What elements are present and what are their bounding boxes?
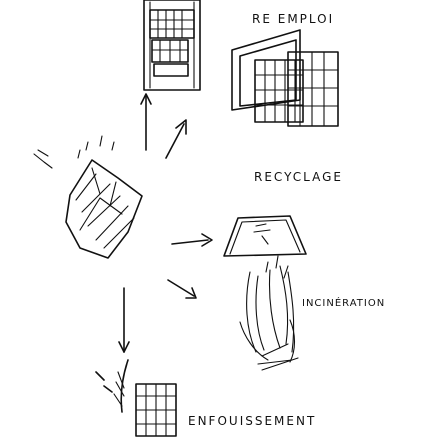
- stacked-window-frames-icon: [143, 0, 201, 91]
- arrow-up: [140, 93, 152, 151]
- buried-frame-icon: [95, 359, 177, 437]
- arrow-down: [118, 287, 130, 353]
- crumpled-paper-icon: [33, 135, 143, 259]
- standing-frames-icon: [231, 29, 339, 127]
- label-recyclage: RECYCLAGE: [254, 170, 343, 184]
- arrow-up-right: [165, 119, 187, 159]
- label-enfouissement: ENFOUISSEMENT: [188, 414, 317, 428]
- label-incineration: INCINÉRATION: [302, 298, 386, 309]
- arrow-right: [171, 233, 213, 247]
- arrow-down-right: [167, 279, 197, 299]
- recycle-bin-icon: [223, 215, 307, 257]
- fire-icon: [239, 255, 299, 371]
- label-reemploi: RE EMPLOI: [252, 12, 335, 26]
